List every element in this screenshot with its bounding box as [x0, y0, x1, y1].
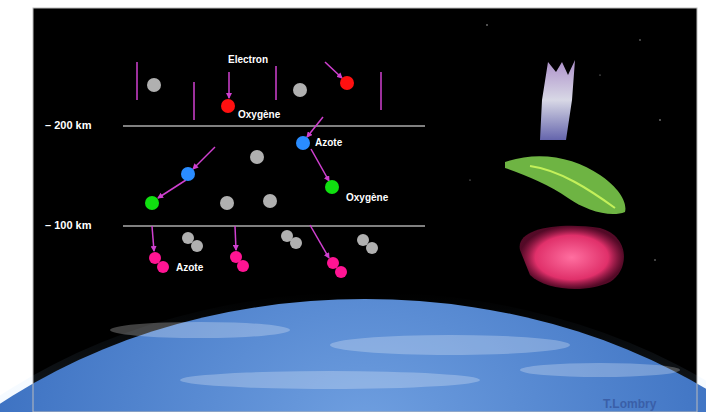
- altitude-line: [123, 125, 425, 126]
- watermark: T.Lombry: [603, 398, 656, 410]
- clouds: [110, 322, 680, 389]
- particle-label: Azote: [176, 263, 203, 273]
- altitude-label: – 200 km: [45, 120, 91, 131]
- particle-label: Azote: [315, 138, 342, 148]
- particle-label: Oxygène: [346, 193, 388, 203]
- earth: [0, 299, 706, 412]
- altitude-line: [123, 225, 425, 226]
- aurora-photos: [505, 60, 625, 289]
- altitude-label: – 100 km: [45, 220, 91, 231]
- neutral-atoms: [147, 78, 378, 254]
- excited-atoms: [145, 76, 354, 278]
- particle-label: Oxygène: [238, 110, 280, 120]
- electron-paths: [137, 62, 381, 258]
- frame: [33, 8, 697, 412]
- atmosphere-glow: [0, 292, 706, 412]
- particle-label: Electron: [228, 55, 268, 65]
- stars: [469, 24, 660, 260]
